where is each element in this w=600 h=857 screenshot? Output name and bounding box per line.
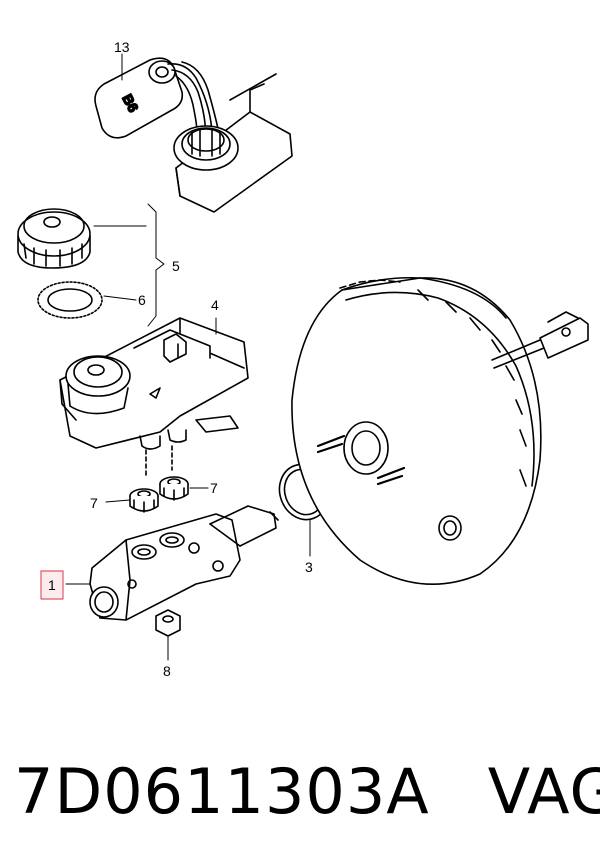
callout-3: 3 (305, 559, 313, 575)
part-number: 7D0611303A (14, 755, 430, 828)
brand-name: VAG (487, 755, 600, 828)
callout-1-highlight (40, 570, 64, 600)
part-number-footer: 7D0611303A VAG (14, 752, 600, 832)
callout-5: 5 (172, 258, 180, 274)
callout-7-left: 7 (90, 495, 98, 511)
hex-nut (155, 609, 181, 637)
callout-6: 6 (138, 292, 146, 308)
callout-4: 4 (211, 297, 219, 313)
callout-8: 8 (163, 663, 171, 679)
reservoir-filler-neck (173, 73, 293, 213)
brake-master-cylinder (89, 505, 279, 621)
grommet-right (159, 476, 189, 501)
reservoir-cap (17, 208, 91, 269)
callout-1: 1 (48, 577, 56, 593)
callout-leader-lines (65, 53, 311, 661)
callout-13: 13 (114, 39, 130, 55)
brake-booster (291, 276, 589, 586)
parts-diagram: B6 (17, 39, 589, 679)
grommet-left (129, 488, 159, 513)
brake-fluid-reservoir (59, 317, 249, 450)
brake-fluid-bottle: B6 (94, 57, 221, 147)
callout-7-right: 7 (210, 480, 218, 496)
cap-gasket (37, 281, 103, 319)
